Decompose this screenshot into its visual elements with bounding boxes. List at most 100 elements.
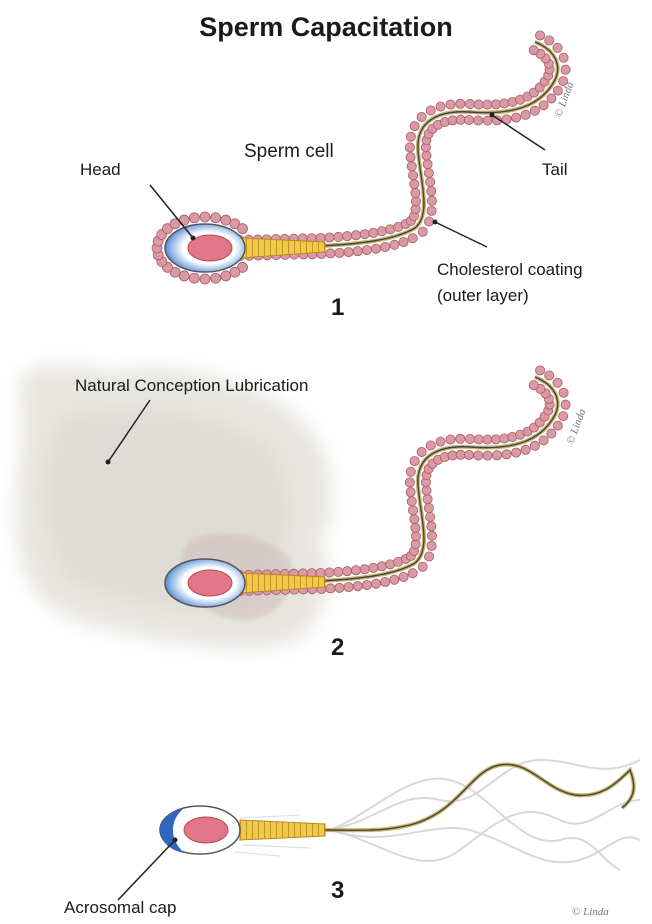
cholesterol-bead — [418, 227, 427, 236]
acrosomal-pointer-line — [118, 840, 175, 900]
cholesterol-bead — [512, 113, 521, 122]
cholesterol-bead — [411, 197, 420, 206]
cholesterol-bead — [408, 234, 417, 243]
cholesterol-bead — [464, 115, 473, 124]
cholesterol-bead — [426, 441, 435, 450]
cholesterol-bead — [521, 110, 530, 119]
cholesterol-bead — [381, 577, 390, 586]
cholesterol-bead — [456, 99, 465, 108]
cholesterol-bead — [535, 366, 544, 375]
cholesterol-bead — [483, 451, 492, 460]
cholesterol-bead — [474, 435, 483, 444]
cholesterol-bead — [491, 435, 500, 444]
cholesterol-bead — [326, 584, 335, 593]
cholesterol-bead — [390, 575, 399, 584]
cholesterol-bead — [221, 215, 231, 225]
cholesterol-bead — [446, 100, 455, 109]
cholesterol-bead — [335, 583, 344, 592]
cholesterol-bead — [410, 121, 419, 130]
cholesterol-bead — [211, 213, 221, 223]
cholesterol-bead — [326, 249, 335, 258]
panel-3-nucleus — [184, 817, 228, 843]
cholesterol-bead — [529, 381, 538, 390]
cholesterol-bead — [422, 151, 431, 160]
cholesterol-bead — [200, 274, 210, 284]
cholesterol-bead — [238, 224, 248, 234]
cholesterol-bead — [539, 436, 548, 445]
cholesterol-bead — [408, 171, 417, 180]
panel-3-sperm: © Linda — [118, 760, 640, 918]
cholesterol-bead — [521, 445, 530, 454]
cholesterol-bead — [360, 565, 369, 574]
cholesterol-bead — [545, 371, 554, 380]
cholesterol-bead — [427, 206, 436, 215]
cholesterol-bead — [353, 247, 362, 256]
cholesterol-bead — [464, 450, 473, 459]
cholesterol-bead — [427, 522, 436, 531]
cholesterol-bead — [200, 212, 210, 222]
cholesterol-bead — [406, 153, 415, 162]
cholesterol-bead — [399, 572, 408, 581]
cholesterol-bead — [211, 273, 221, 283]
cholesterol-bead — [530, 441, 539, 450]
cholesterol-bead — [405, 478, 414, 487]
cholesterol-bead — [427, 541, 436, 550]
cholesterol-bead — [353, 582, 362, 591]
cholesterol-bead — [189, 213, 199, 223]
cholesterol-bead — [406, 488, 415, 497]
cholesterol-bead — [377, 562, 386, 571]
cholesterol-bead — [369, 563, 378, 572]
panel-3-tail — [240, 764, 634, 830]
cholesterol-bead — [559, 412, 568, 421]
panel-1-number: 1 — [331, 294, 344, 322]
cholesterol-bead — [424, 552, 433, 561]
cholesterol-bead — [221, 271, 231, 281]
cholesterol-bead — [512, 448, 521, 457]
cholesterol-bead — [351, 231, 360, 240]
cholesterol-bead — [406, 467, 415, 476]
cholesterol-bead — [426, 512, 435, 521]
cholesterol-bead — [418, 562, 427, 571]
cholesterol-bead — [561, 400, 570, 409]
cholesterol-bead — [436, 437, 445, 446]
cholesterol-bead — [369, 228, 378, 237]
cholesterol-pointer-line — [435, 222, 487, 247]
cholesterol-bead — [553, 43, 562, 52]
cholesterol-bead — [545, 36, 554, 45]
cholesterol-bead — [539, 101, 548, 110]
cholesterol-bead — [390, 240, 399, 249]
cholesterol-bead — [559, 388, 568, 397]
cholesterol-bead — [456, 115, 465, 124]
cholesterol-bead — [424, 168, 433, 177]
panel-3-number: 3 — [331, 877, 344, 905]
cholesterol-bead — [465, 434, 474, 443]
cholesterol-bead — [474, 451, 483, 460]
cholesterol-bead — [325, 233, 334, 242]
artist-signature-3: © Linda — [572, 906, 609, 918]
cholesterol-bead — [426, 177, 435, 186]
cholesterol-bead — [343, 567, 352, 576]
cholesterol-bead — [230, 267, 240, 277]
cholesterol-bead — [343, 232, 352, 241]
cholesterol-bead — [411, 188, 420, 197]
cholesterol-bead — [547, 94, 556, 103]
cholesterol-bead — [436, 102, 445, 111]
acrosomal-cap-label: Acrosomal cap — [64, 898, 176, 918]
cholesterol-bead — [424, 503, 433, 512]
cholesterol-bead — [424, 217, 433, 226]
cholesterol-bead — [502, 450, 511, 459]
outer-layer-label: (outer layer) — [437, 286, 529, 306]
cholesterol-bead — [408, 506, 417, 515]
cholesterol-bead — [500, 99, 509, 108]
artist-signature-2: © Linda — [565, 407, 589, 446]
cholesterol-bead — [547, 429, 556, 438]
cholesterol-bead — [483, 100, 492, 109]
cholesterol-bead — [351, 566, 360, 575]
cholesterol-bead — [381, 242, 390, 251]
cholesterol-bead — [427, 531, 436, 540]
cholesterol-bead — [344, 582, 353, 591]
cholesterol-bead — [423, 160, 432, 169]
cholesterol-bead — [561, 65, 570, 74]
cholesterol-bead — [371, 244, 380, 253]
